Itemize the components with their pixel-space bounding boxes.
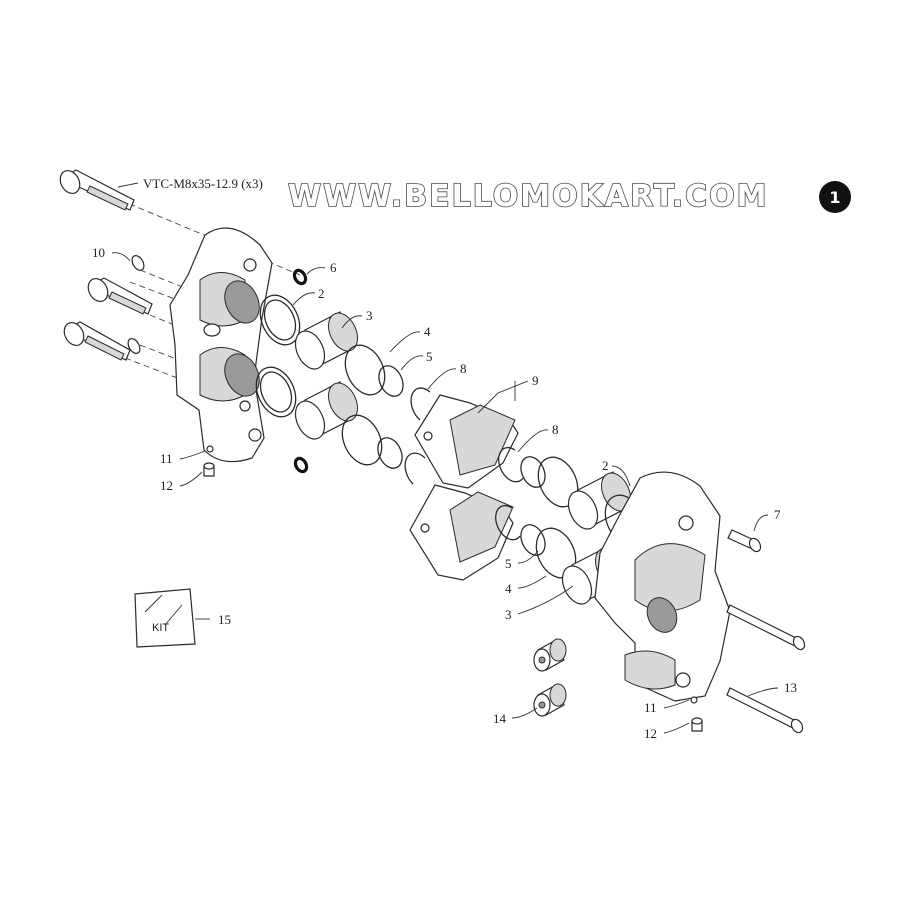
circlip-left-bottom	[404, 452, 426, 485]
callout-11-right: 11	[644, 700, 657, 715]
caliper-body-left	[169, 227, 273, 463]
spring-washer-bottom	[127, 338, 141, 354]
o-ring-top	[292, 268, 308, 286]
callout-9: 9	[532, 373, 539, 388]
grub-screw-right	[691, 717, 703, 732]
thin-ring-left-bottom	[377, 437, 403, 469]
thin-ring-right-top	[520, 456, 546, 488]
website-title: WWW.BELLOMOKART.COM	[288, 179, 769, 214]
circlip-right	[498, 446, 524, 483]
callout-6: 6	[330, 260, 337, 275]
pad-pin-top	[726, 604, 806, 651]
callout-15: 15	[218, 612, 231, 627]
callout-4-bottom: 4	[505, 581, 512, 596]
seal-left-bottom	[255, 366, 297, 418]
o-ring-bottom	[293, 456, 309, 474]
spacer-bottom	[533, 683, 567, 717]
callout-2-top: 2	[318, 286, 325, 301]
leader-lines	[111, 182, 779, 734]
callout-13: 13	[784, 680, 797, 695]
caliper-screw-bottom	[63, 321, 131, 361]
kit-box: KIT	[134, 588, 196, 648]
pad-pin-bottom	[726, 687, 804, 734]
caliper-screw-middle	[87, 277, 153, 315]
diagram-number: 1	[829, 188, 840, 207]
ring-left-bottom	[341, 414, 383, 466]
kit-label: KIT	[152, 622, 169, 634]
callout-4-top: 4	[424, 324, 431, 339]
ring-left-top	[344, 344, 386, 396]
circlip-left-top	[410, 387, 431, 421]
screw-spec-label: VTC-M8x35-12.9 (x3)	[143, 176, 263, 191]
spring-washer-top	[131, 255, 145, 271]
circlip-right-bottom	[495, 504, 521, 541]
callout-10: 10	[92, 245, 105, 260]
callout-5-bottom: 5	[505, 556, 512, 571]
brake-pad-rear	[409, 484, 514, 581]
callout-8-top: 8	[460, 361, 467, 376]
callout-3-top: 3	[366, 308, 373, 323]
callout-12-left: 12	[160, 478, 173, 493]
seal-left-top	[259, 294, 301, 346]
diagram-number-badge: 1	[819, 181, 851, 213]
callout-7: 7	[774, 507, 781, 522]
piston-right-top	[567, 471, 632, 530]
ball-right	[690, 696, 698, 704]
thin-ring-right-bottom	[520, 524, 546, 556]
callout-5-top: 5	[426, 349, 433, 364]
thin-ring-left-top	[378, 365, 404, 397]
bleed-nipple	[727, 529, 762, 553]
callout-11-left: 11	[160, 451, 173, 466]
callout-8-mid: 8	[552, 422, 559, 437]
callout-3-bottom: 3	[505, 607, 512, 622]
piston-left-bottom	[294, 381, 359, 440]
caliper-body-right	[594, 471, 731, 702]
callout-2-right: 2	[602, 458, 609, 473]
callout-12-right: 12	[644, 726, 657, 741]
brake-pad-front	[414, 394, 519, 489]
spacer-top	[533, 638, 567, 672]
grub-screw-left	[203, 462, 215, 477]
callout-14: 14	[493, 711, 507, 726]
caliper-screw-top	[59, 169, 135, 211]
ball-left	[206, 445, 214, 453]
